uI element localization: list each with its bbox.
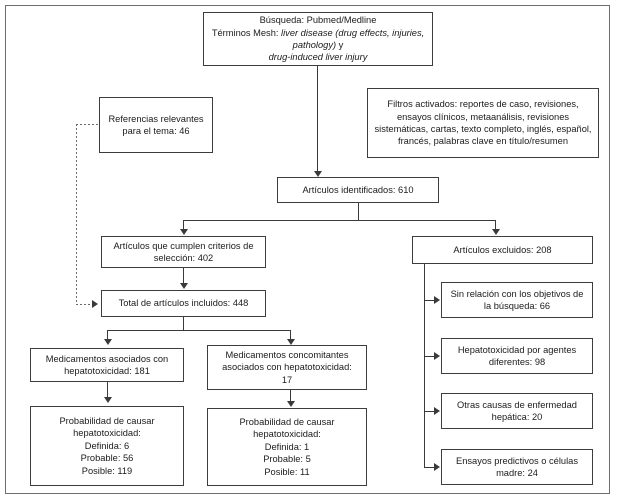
probability-right-box: Probabilidad de causar hepatotoxicidad: … [207,408,367,486]
search-line-1: Búsqueda: Pubmed/Medline [259,15,377,26]
search-line-2: Términos Mesh: liver disease (drug effec… [211,27,425,50]
drugs-concomitant-line-1: Medicamentos concomitantes [225,349,349,360]
edge-total-to-drugs-conc [290,330,291,341]
probability-left-probable: Probable: 56 [80,453,134,464]
criteria-line-1: Artículos que cumplen criterios de [113,240,254,251]
probability-right-probable: Probable: 5 [263,454,311,465]
edge-references-dotted-h2 [76,304,96,305]
arrowhead-criteria [180,229,188,235]
edge-excluded-spine [424,264,425,467]
exclusion-2-line-1: Hepatotoxicidad por agentes [457,344,577,355]
edge-identified-to-excluded [495,220,496,231]
arrowhead-probability-left [104,397,112,403]
drugs-concomitant-box: Medicamentos concomitantes asociados con… [207,345,367,390]
relevant-references-box: Referencias relevantes para el tema: 46 [99,97,213,153]
exclusion-reason-box-1: Sin relación con los objetivos de la bús… [441,282,593,318]
edge-total-stem [183,317,184,330]
probability-left-title-1: Probabilidad de causar [59,415,155,426]
edge-identified-split-bar [183,220,495,221]
edge-total-to-drugs-assoc [107,330,108,341]
search-line-3: drug-induced liver injury [268,52,368,63]
meets-criteria-box: Artículos que cumplen criterios de selec… [101,236,266,268]
activated-filters-box: Filtros activados: reportes de caso, rev… [367,88,599,158]
probability-left-title-2: hepatotoxicidad: [73,428,141,439]
edge-excluded-branch-1 [424,300,437,301]
probability-left-definite: Definida: 6 [84,440,130,451]
arrowhead-total-included [180,283,188,289]
filters-line-1: Filtros activados: reportes de caso, rev… [387,99,579,110]
exclusion-3-line-1: Otras causas de enfermedad [457,399,577,410]
edge-identified-stem [358,203,359,220]
arrowhead-probability-right [287,401,295,407]
edge-criteria-to-total [183,268,184,285]
probability-left-possible: Posible: 119 [81,465,133,476]
filters-line-2: ensayos clínicos, metaanálisis, revision… [396,111,570,122]
probability-right-title-2: hepatotoxicidad: [253,429,321,440]
filters-line-4: francés, palabras clave en título/resume… [397,136,569,147]
drugs-associated-box: Medicamentos asociados con hepatotoxicid… [30,348,184,382]
edge-excluded-branch-3 [424,411,437,412]
exclusion-4-line-1: Ensayos predictivos o células [456,455,578,466]
references-line-1: Referencias relevantes [108,113,204,124]
filters-line-3: sistemáticas, cartas, texto completo, in… [374,124,592,134]
edge-drugs-conc-to-prob [290,390,291,403]
drugs-associated-line-1: Medicamentos asociados con [45,353,169,364]
criteria-line-2: selección: 402 [153,253,214,263]
edge-drugs-assoc-to-prob [107,382,108,399]
arrowhead-total-included-dotted [92,300,98,308]
identified-line-1: Artículos identificados: 610 [302,184,414,195]
references-line-2: para el tema: 46 [122,126,190,136]
exclusion-3-line-2: hepática: 20 [491,412,543,422]
arrowhead-exclusion-1 [434,296,440,304]
edge-identified-to-criteria [183,220,184,231]
exclusion-reason-box-3: Otras causas de enfermedad hepática: 20 [441,393,593,429]
probability-right-title-1: Probabilidad de causar [239,416,335,427]
identified-articles-box: Artículos identificados: 610 [277,177,439,203]
exclusion-2-line-2: diferentes: 98 [488,357,546,367]
arrowhead-exclusion-3 [434,407,440,415]
total-included-box: Total de artículos incluidos: 448 [101,290,266,317]
arrowhead-drugs-concomitant [287,339,295,345]
edge-excluded-branch-2 [424,356,437,357]
exclusion-reason-box-4: Ensayos predictivos o células madre: 24 [441,449,593,485]
exclusion-4-line-2: madre: 24 [496,468,538,478]
edge-excluded-branch-4 [424,467,437,468]
edge-search-to-identified [317,66,318,175]
edge-references-dotted-v [76,124,77,304]
drugs-concomitant-line-3: 17 [281,374,293,385]
probability-right-definite: Definida: 1 [264,441,310,452]
arrowhead-drugs-associated [104,339,112,345]
exclusion-1-line-1: Sin relación con los objetivos de [450,288,584,299]
edge-total-split-bar [107,330,290,331]
exclusion-reason-box-2: Hepatotoxicidad por agentes diferentes: … [441,338,593,374]
drugs-concomitant-line-2: asociados con hepatotoxicidad: [222,362,352,373]
diagram-frame [5,5,610,494]
exclusion-1-line-2: la búsqueda: 66 [483,301,551,311]
drugs-associated-line-2: hepatotoxicidad: 181 [64,366,150,376]
excluded-line-1: Artículos excluidos: 208 [453,244,552,255]
arrowhead-excluded [492,229,500,235]
edge-references-dotted-h1 [76,124,100,125]
arrowhead-exclusion-2 [434,352,440,360]
arrowhead-exclusion-4 [434,463,440,471]
probability-right-possible: Posible: 11 [264,466,310,477]
search-terms-box: Búsqueda: Pubmed/Medline Términos Mesh: … [203,12,433,66]
total-included-line-1: Total de artículos incluidos: 448 [118,298,249,309]
arrowhead-identified [314,171,322,177]
excluded-articles-box: Artículos excluidos: 208 [412,236,593,264]
probability-left-box: Probabilidad de causar hepatotoxicidad: … [30,406,184,486]
